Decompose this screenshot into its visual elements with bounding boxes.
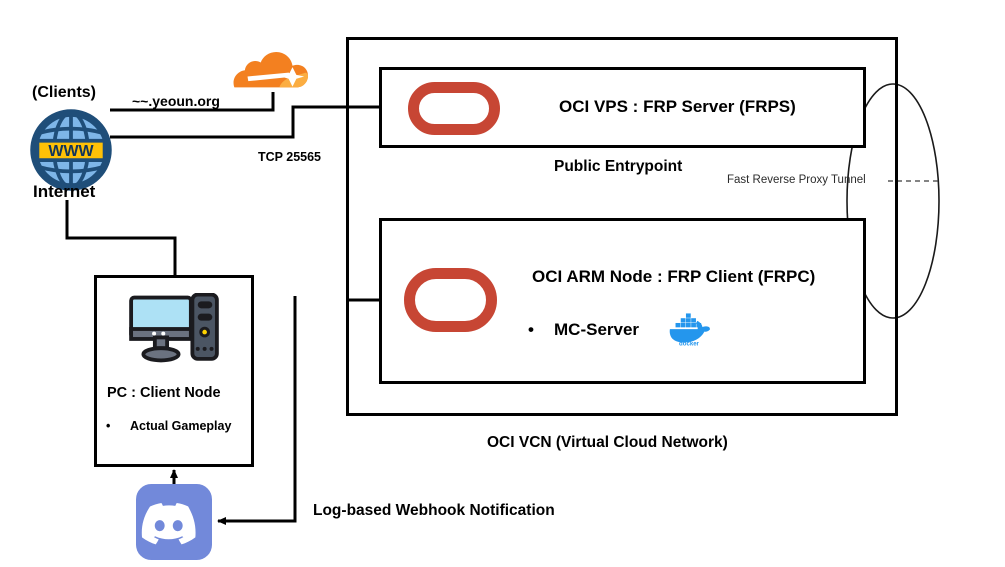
vcn-caption: OCI VCN (Virtual Cloud Network) — [487, 434, 728, 451]
discord-logo-icon — [136, 484, 212, 560]
bullet-dot: • — [106, 419, 111, 433]
frpc-title: OCI ARM Node : FRP Client (FRPC) — [532, 267, 816, 286]
frpc-bullet-item: • MC-Server docker — [528, 313, 711, 346]
internet-label: Internet — [33, 182, 96, 201]
wire-internet-to-pc — [65, 200, 177, 275]
bullet-dot: • — [528, 319, 534, 339]
pc-node-title: PC : Client Node — [107, 385, 221, 401]
clients-label: (Clients) — [32, 84, 96, 101]
desktop-computer-icon — [129, 293, 219, 363]
oci-vcn-box — [346, 37, 898, 416]
frpc-bullet-label: MC-Server — [554, 319, 640, 339]
webhook-notification-label: Log-based Webhook Notification — [313, 502, 555, 519]
public-entrypoint-label: Public Entrypoint — [554, 158, 683, 175]
wire-internet-to-cloudflare — [110, 92, 275, 112]
domain-label: ~~.yeoun.org — [132, 93, 220, 109]
wire-internet-to-frps — [110, 105, 379, 139]
www-text: WWW — [48, 143, 94, 160]
pc-bullet-label: Actual Gameplay — [130, 419, 232, 433]
oracle-logo-icon — [404, 268, 497, 332]
globe-www-icon: WWW — [30, 109, 112, 191]
frp-tunnel-ellipse — [846, 83, 940, 319]
tcp-port-label: TCP 25565 — [258, 150, 322, 164]
cloudflare-cloud-icon — [233, 52, 309, 88]
frps-title: OCI VPS : FRP Server (FRPS) — [559, 97, 796, 116]
pc-bullet-item: • Actual Gameplay — [106, 419, 246, 433]
frp-tunnel-label: Fast Reverse Proxy Tunnel — [727, 174, 866, 186]
oracle-logo-icon — [408, 82, 500, 135]
docker-wordmark: docker — [679, 342, 700, 346]
docker-whale-icon: docker — [669, 313, 711, 346]
wire-vcn-to-discord — [217, 296, 297, 525]
